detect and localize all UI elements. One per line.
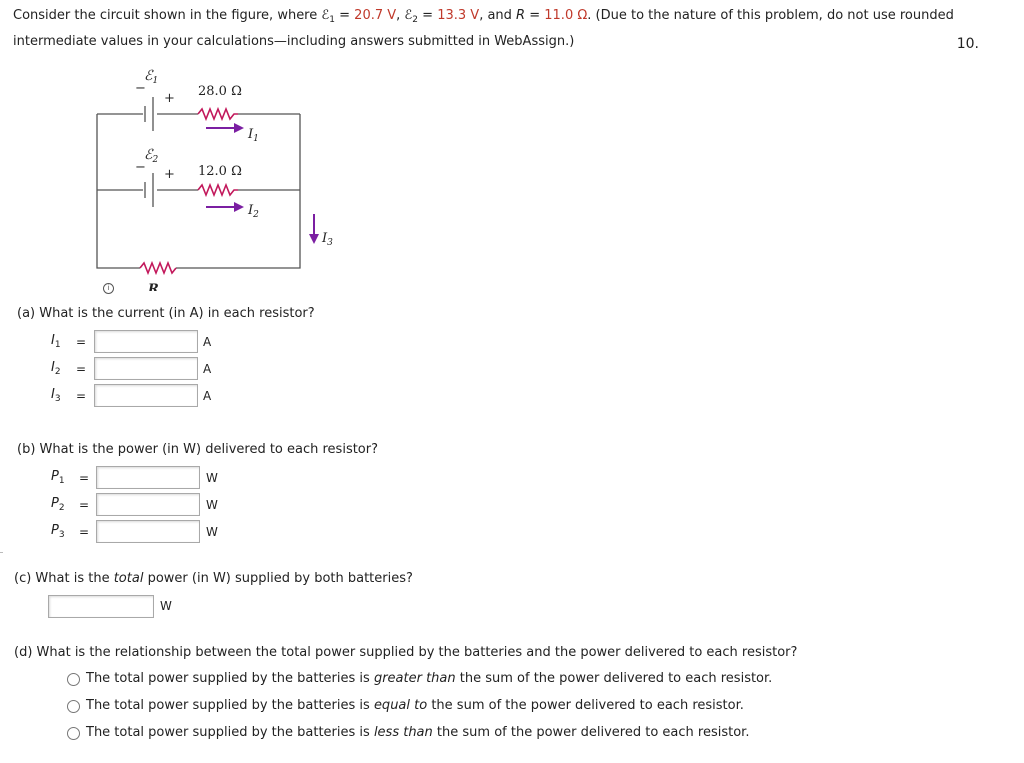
p3-unit: W	[206, 525, 218, 539]
i1-unit: A	[203, 335, 212, 349]
p2-input[interactable]	[96, 493, 200, 516]
emf1-subscript: 1	[329, 15, 335, 25]
equals-sign: =	[525, 8, 545, 23]
resistor-1-label: 28.0 Ω	[198, 84, 242, 99]
option-greater-radio[interactable]	[67, 673, 80, 686]
p1-equals: =	[79, 471, 90, 485]
current-3-label: I3	[321, 231, 333, 248]
p3-label: P3	[51, 523, 65, 540]
current-arrow-2	[206, 202, 244, 212]
part-c-question: (c) What is the total power (in W) suppl…	[14, 571, 413, 586]
battery-1-minus: −	[135, 81, 146, 96]
i1-input[interactable]	[94, 330, 198, 353]
p3-input[interactable]	[96, 520, 200, 543]
battery-1	[144, 97, 154, 131]
emf1-label: ℰ1	[144, 68, 158, 86]
i3-label: I3	[51, 387, 61, 404]
option-equal-label[interactable]: The total power supplied by the batterie…	[86, 698, 744, 713]
emf1-symbol: ℰ	[321, 8, 330, 23]
battery-1-plus: +	[164, 91, 175, 106]
i2-equals: =	[76, 362, 87, 376]
circuit-diagram: ℰ1 − + 28.0 Ω I1 ℰ2 − + 12.0 Ω I2 I3 R	[96, 68, 333, 291]
part-b-question: (b) What is the power (in W) delivered t…	[17, 442, 379, 457]
and-text: , and	[479, 8, 517, 23]
problem-note-text: . (Due to the nature of this problem, do…	[13, 8, 954, 49]
r-value: 11.0 Ω	[544, 8, 588, 23]
p1-input[interactable]	[96, 466, 200, 489]
battery-2-minus: −	[135, 160, 146, 175]
resistor-r-label: R	[147, 282, 159, 291]
i2-input[interactable]	[94, 357, 198, 380]
resistor-r	[139, 260, 177, 276]
option-less-label[interactable]: The total power supplied by the batterie…	[86, 725, 750, 740]
equals-sign: =	[418, 8, 438, 23]
i1-equals: =	[76, 335, 87, 349]
emf2-subscript: 2	[412, 15, 419, 25]
resistor-2	[197, 182, 238, 198]
part-a-question: (a) What is the current (in A) in each r…	[17, 306, 315, 321]
part-c-suffix: power (in W) supplied by both batteries?	[143, 571, 413, 586]
current-2-label: I2	[247, 203, 259, 220]
equals-sign: =	[335, 8, 355, 23]
circuit-wires	[96, 113, 301, 269]
comma: ,	[396, 8, 405, 23]
p2-equals: =	[79, 498, 90, 512]
current-1-label: I1	[247, 127, 259, 144]
i3-equals: =	[76, 389, 87, 403]
emf1-value: 20.7 V	[354, 8, 397, 23]
problem-statement: Consider the circuit shown in the figure…	[13, 5, 1018, 52]
part-c-emphasis: total	[113, 571, 144, 586]
info-icon[interactable]: i	[103, 283, 114, 294]
option-equal-radio[interactable]	[67, 700, 80, 713]
part-d-question: (d) What is the relationship between the…	[14, 645, 798, 660]
total-power-input[interactable]	[48, 595, 154, 618]
resistor-1	[197, 106, 238, 122]
p2-unit: W	[206, 498, 218, 512]
divider	[0, 552, 3, 553]
current-arrow-1	[206, 123, 244, 133]
i2-unit: A	[203, 362, 212, 376]
p1-label: P1	[51, 469, 65, 486]
problem-intro-text: Consider the circuit shown in the figure…	[13, 8, 322, 23]
i3-unit: A	[203, 389, 212, 403]
current-arrow-3	[309, 214, 319, 244]
battery-2-plus: +	[164, 167, 175, 182]
i3-input[interactable]	[94, 384, 198, 407]
i1-label: I1	[51, 333, 61, 350]
option-less-radio[interactable]	[67, 727, 80, 740]
option-greater-label[interactable]: The total power supplied by the batterie…	[86, 671, 773, 686]
total-power-unit: W	[160, 599, 172, 613]
emf2-label: ℰ2	[144, 147, 158, 165]
question-number: 10.	[956, 36, 979, 52]
p2-label: P2	[51, 496, 65, 513]
resistor-2-label: 12.0 Ω	[198, 164, 242, 179]
r-symbol: R	[516, 8, 526, 23]
i2-label: I2	[51, 360, 61, 377]
emf2-symbol: ℰ	[404, 8, 413, 23]
p3-equals: =	[79, 525, 90, 539]
p1-unit: W	[206, 471, 218, 485]
battery-2	[144, 173, 154, 207]
emf2-value: 13.3 V	[437, 8, 480, 23]
part-c-prefix: (c) What is the	[14, 571, 114, 586]
